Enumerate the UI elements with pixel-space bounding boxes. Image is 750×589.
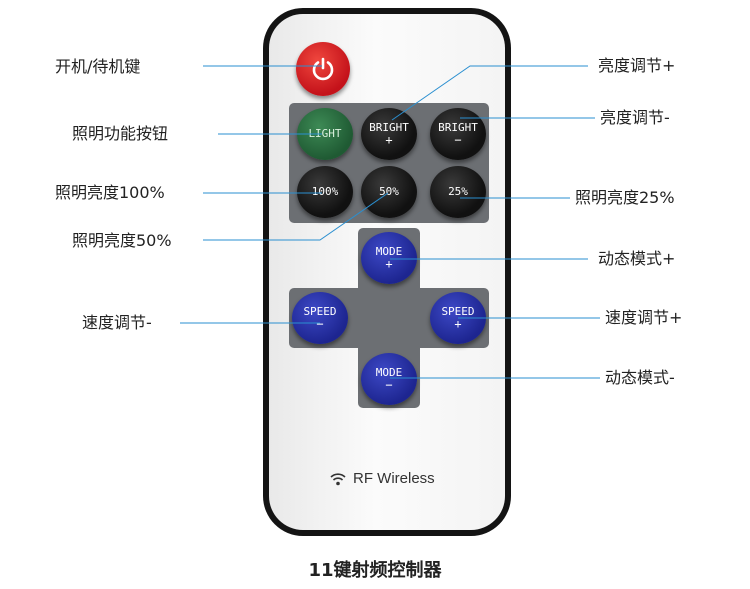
speed-up-sign: + — [454, 317, 462, 331]
wireless-signal-icon — [330, 472, 346, 485]
bright-up-sign: + — [385, 133, 393, 147]
mode-up-label: MODE — [375, 245, 403, 258]
power-icon — [312, 57, 334, 81]
brightness-25-label: 25% — [448, 185, 468, 198]
mode-up-sign: + — [385, 257, 393, 271]
label-mode-up: 动态模式+ — [598, 249, 676, 268]
bright-up-label: BRIGHT — [369, 121, 409, 134]
brightness-100-button[interactable]: 100% — [297, 166, 353, 218]
label-brightness-50: 照明亮度50% — [72, 231, 172, 250]
mode-up-button[interactable]: MODE + — [361, 232, 417, 284]
speed-down-button[interactable]: SPEED − — [292, 292, 348, 344]
light-button-label: LIGHT — [308, 127, 342, 140]
label-brightness-100: 照明亮度100% — [55, 183, 165, 202]
mode-down-label: MODE — [375, 366, 403, 379]
label-bright-down: 亮度调节- — [600, 108, 670, 127]
mode-down-button[interactable]: MODE − — [361, 353, 417, 405]
diagram-caption: 11键射频控制器 — [308, 560, 442, 581]
bright-up-button[interactable]: BRIGHT + — [361, 108, 417, 160]
brightness-50-button[interactable]: 50% — [361, 166, 417, 218]
speed-down-label: SPEED — [303, 305, 337, 318]
brightness-25-button[interactable]: 25% — [430, 166, 486, 218]
label-speed-down: 速度调节- — [82, 313, 152, 332]
speed-down-sign: − — [316, 317, 324, 331]
label-speed-up: 速度调节+ — [605, 308, 683, 327]
bright-down-sign: − — [454, 133, 462, 147]
light-button[interactable]: LIGHT — [297, 108, 353, 160]
label-bright-up: 亮度调节+ — [598, 56, 676, 75]
power-button[interactable] — [296, 42, 350, 96]
brightness-100-label: 100% — [311, 185, 339, 198]
speed-up-label: SPEED — [441, 305, 475, 318]
label-light: 照明功能按钮 — [72, 124, 169, 143]
speed-up-button[interactable]: SPEED + — [430, 292, 486, 344]
brightness-50-label: 50% — [379, 185, 399, 198]
bright-down-label: BRIGHT — [438, 121, 478, 134]
label-power: 开机/待机键 — [55, 57, 141, 76]
bright-down-button[interactable]: BRIGHT − — [430, 108, 486, 160]
mode-down-sign: − — [385, 378, 393, 392]
label-mode-down: 动态模式- — [605, 368, 675, 387]
rf-wireless-brand: RF Wireless — [330, 470, 460, 487]
label-brightness-25: 照明亮度25% — [575, 188, 675, 207]
brand-text: RF Wireless — [353, 470, 435, 487]
